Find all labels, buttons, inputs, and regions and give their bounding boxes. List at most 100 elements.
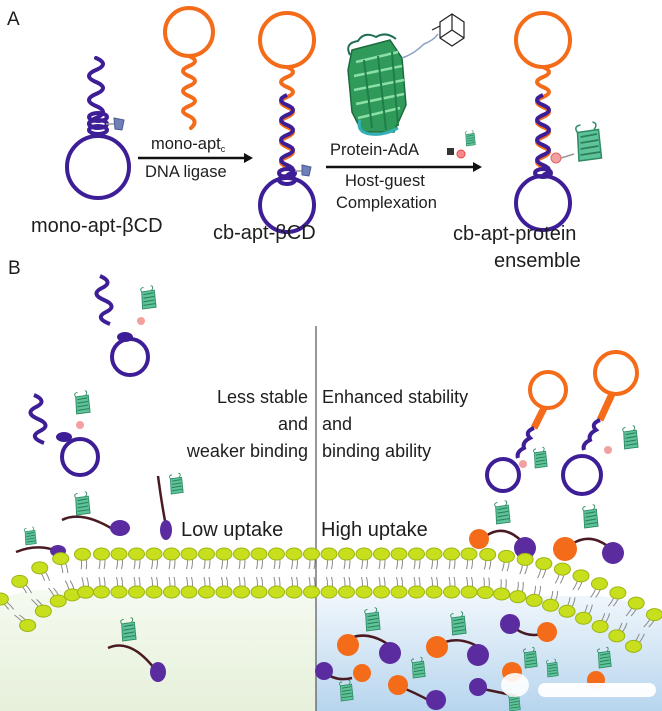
panel-b-label: B (8, 258, 21, 279)
lipid-head (93, 547, 110, 561)
lipid-head (390, 547, 408, 561)
lipid-head (145, 547, 163, 561)
left-desc-line1: Less stable (216, 387, 308, 407)
lipid-head (0, 592, 9, 606)
cell-interior-left (0, 590, 316, 711)
adamantane-square-icon (447, 148, 454, 155)
panel-a-graphics (65, 6, 603, 234)
watermark-overlay (501, 673, 656, 697)
lipid-head (11, 574, 29, 588)
lipid-head (516, 552, 534, 566)
lipid-head (49, 594, 67, 608)
lipid-head (460, 585, 478, 599)
lipid-head (373, 585, 390, 599)
lipid-head (373, 547, 390, 561)
lipid-head (535, 557, 553, 571)
lipid-head (34, 604, 52, 618)
lipid-head (163, 547, 180, 561)
lipid-head (408, 547, 425, 561)
protein-adamantane-structure (347, 13, 465, 136)
low-uptake-label: Low uptake (181, 519, 284, 541)
mono-apt-bcd-structure (65, 56, 131, 200)
lipid-head (215, 547, 233, 561)
lipid-head (390, 585, 408, 599)
lipid-head (553, 562, 571, 576)
cb-apt-protein-complex-1 (485, 370, 568, 493)
panel-a-label: A (7, 9, 20, 30)
lipid-head (625, 639, 643, 653)
lipid-head (443, 547, 460, 561)
lipid-head (320, 585, 338, 599)
lipid-head (355, 585, 373, 599)
species-mono-apt-bcd: mono-apt-βCD (31, 215, 163, 237)
lipid-head (73, 547, 91, 561)
step2-condition-line2: Complexation (336, 194, 437, 212)
lipid-head (443, 585, 460, 599)
lipid-head (93, 585, 110, 599)
species-cb-apt-bcd: cb-apt-βCD (213, 222, 316, 244)
step2-condition-line1: Host-guest (345, 172, 425, 190)
lipid-head (460, 547, 478, 561)
lipid-head (338, 585, 355, 599)
high-uptake-label: High uptake (321, 519, 428, 541)
lipid-head (497, 549, 515, 563)
lipid-head (268, 547, 285, 561)
lipid-head (542, 598, 560, 612)
panel-b-graphics (0, 274, 662, 711)
cyclodextrin-icon (113, 117, 125, 131)
lipid-head (558, 604, 576, 618)
lipid-head (145, 585, 163, 599)
lipid-head (479, 548, 497, 562)
mono-apt-protein-complex-2 (28, 390, 100, 477)
lipid-head (110, 585, 128, 599)
left-desc-line3: weaker binding (186, 441, 308, 461)
lipid-head (425, 585, 443, 599)
right-desc-line1: Enhanced stability (322, 387, 469, 407)
lipid-head (303, 547, 320, 561)
lipid-head (19, 618, 37, 632)
lipid-head (425, 547, 443, 561)
mono-apt-c-structure (163, 6, 215, 130)
lipid-head (180, 585, 198, 599)
right-desc-line2: and (322, 414, 353, 434)
step1-reagent-label: mono-aptc (151, 135, 225, 154)
mono-apt-protein-complex-1 (94, 274, 157, 377)
reaction-arrow-1 (138, 153, 253, 163)
lipid-head (572, 569, 590, 583)
lipid-head (645, 608, 662, 622)
lipid-head (591, 619, 609, 633)
lipid-head (408, 585, 425, 599)
lipid-head (608, 629, 626, 643)
lipid-head (250, 585, 268, 599)
lipid-head (198, 585, 215, 599)
lipid-head (128, 585, 145, 599)
left-desc-line2: and (277, 414, 308, 434)
lipid-head (198, 547, 215, 561)
lipid-head (590, 577, 608, 591)
lipid-head (609, 586, 627, 600)
lipid-head (575, 611, 593, 625)
right-desc-line3: binding ability (322, 441, 432, 461)
lipid-head (493, 587, 511, 601)
cb-apt-protein-complex-2 (561, 350, 639, 496)
lipid-head (525, 593, 543, 607)
species-cb-apt-protein-line1: cb-apt-protein (453, 223, 577, 245)
lipid-head (215, 585, 233, 599)
lipid-head (285, 585, 303, 599)
lipid-head (320, 547, 338, 561)
reaction-arrow-2 (326, 130, 482, 172)
lipid-head (110, 547, 128, 561)
lipid-head (355, 547, 373, 561)
lipid-head (31, 561, 49, 575)
lipid-head (268, 585, 285, 599)
cb-apt-protein-ensemble-structure (514, 11, 603, 232)
step2-reagent: Protein-AdA (330, 141, 419, 159)
cb-apt-bcd-structure (258, 11, 316, 234)
lipid-head (476, 585, 494, 599)
lipid-head (509, 590, 527, 604)
lipid-head (285, 547, 303, 561)
lipid-head (128, 547, 145, 561)
cyclodextrin-icon (301, 164, 312, 177)
